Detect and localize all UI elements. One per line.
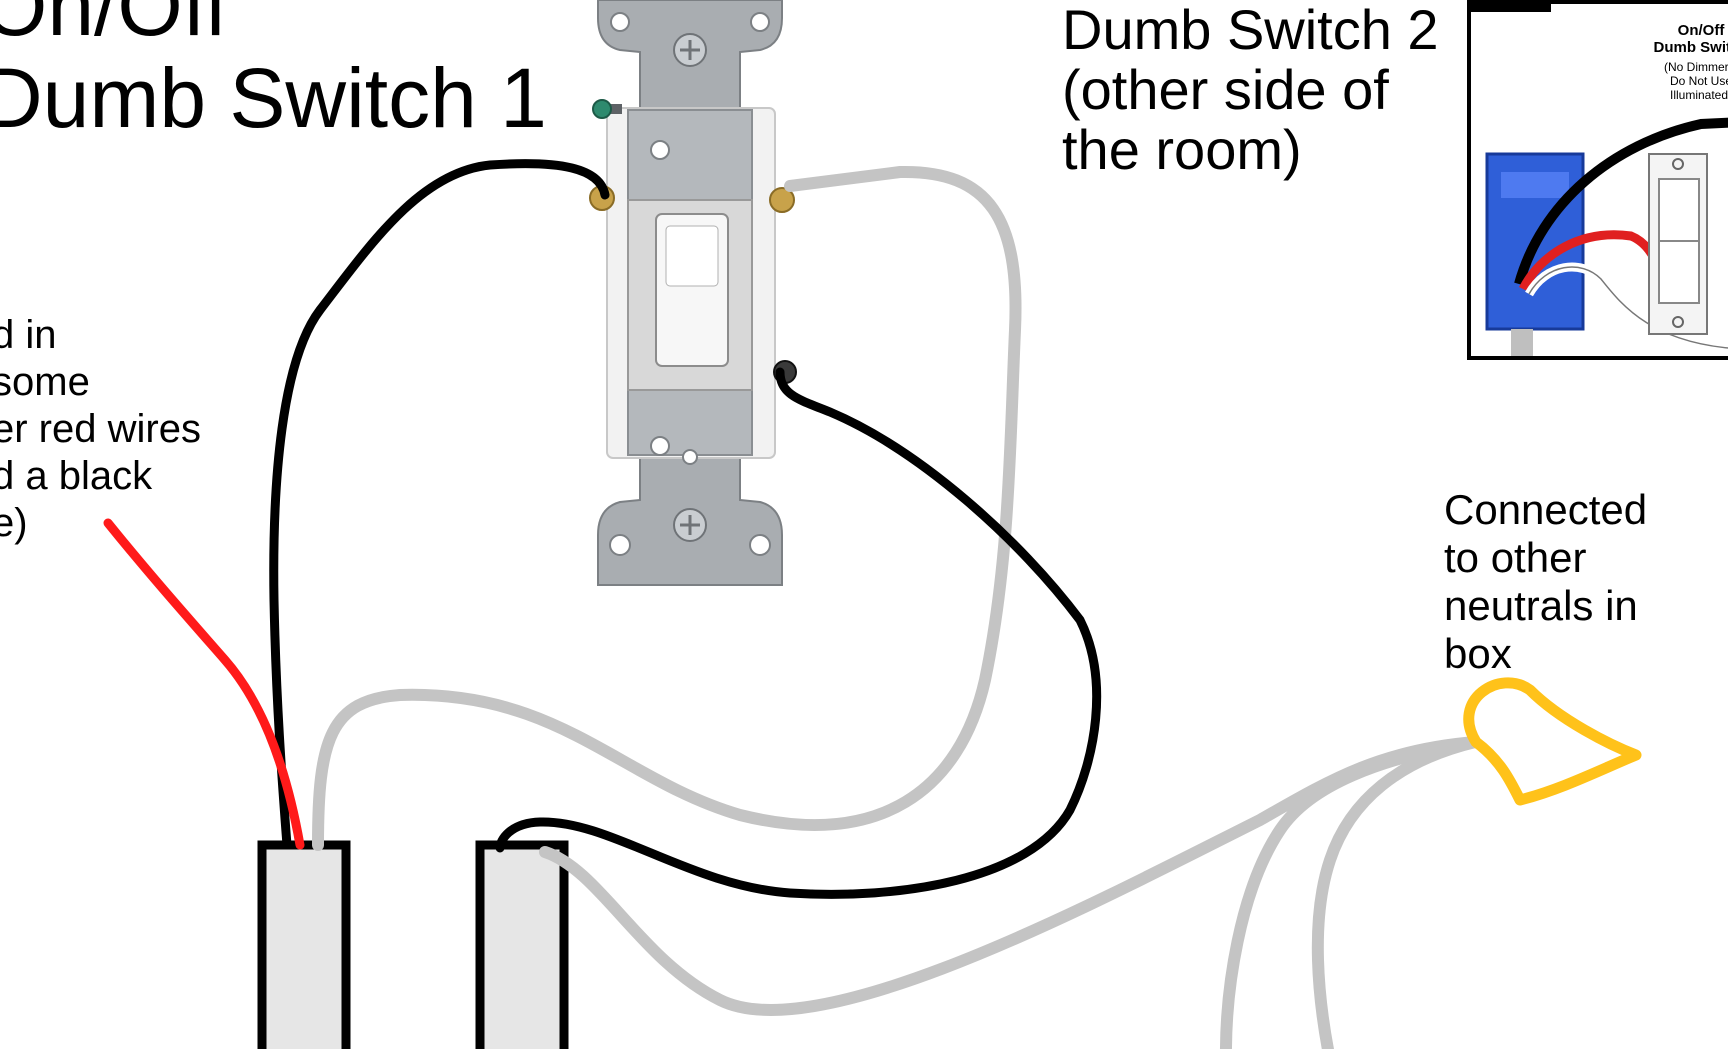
strap-hole: [609, 534, 631, 556]
neutral-wire-loop: [312, 165, 1022, 851]
inset-top-bar: [1471, 4, 1551, 12]
inset-illustration: [1471, 4, 1728, 356]
strap-hole: [749, 534, 771, 556]
neutral-wire-branch-1: [1219, 736, 1481, 1054]
cable-jacket-left: [257, 840, 351, 1054]
load-wire-black: [495, 367, 1102, 899]
inset-reference-image: On/Off Dumb Switch (No Dimmers, Do Not U…: [1467, 0, 1728, 360]
strap-hole: [750, 12, 770, 32]
strap-hole: [610, 12, 630, 32]
wire-nut: [1463, 677, 1642, 806]
inset-title: On/Off Dumb Switch: [1653, 22, 1728, 56]
switch-2-title: Dumb Switch 2 (other side of the room): [1062, 0, 1439, 181]
terminal-screw-top-right: [769, 187, 795, 213]
traveler-note: d in some er red wires d a black e): [0, 313, 201, 545]
switch-1-title: On/Off Dumb Switch 1: [0, 0, 547, 145]
ground-screw: [592, 99, 622, 119]
cable-jacket-middle: [475, 840, 569, 1054]
neutral-wire-branch-2: [1311, 736, 1481, 1054]
neutral-note: Connected to other neutrals in box: [1444, 486, 1648, 677]
line-wire-black: [269, 159, 610, 850]
inset-subtitle: (No Dimmers, Do Not Use Illuminated): [1664, 60, 1728, 102]
traveler-wire-red: [103, 518, 305, 850]
switch-1: [589, 0, 797, 586]
